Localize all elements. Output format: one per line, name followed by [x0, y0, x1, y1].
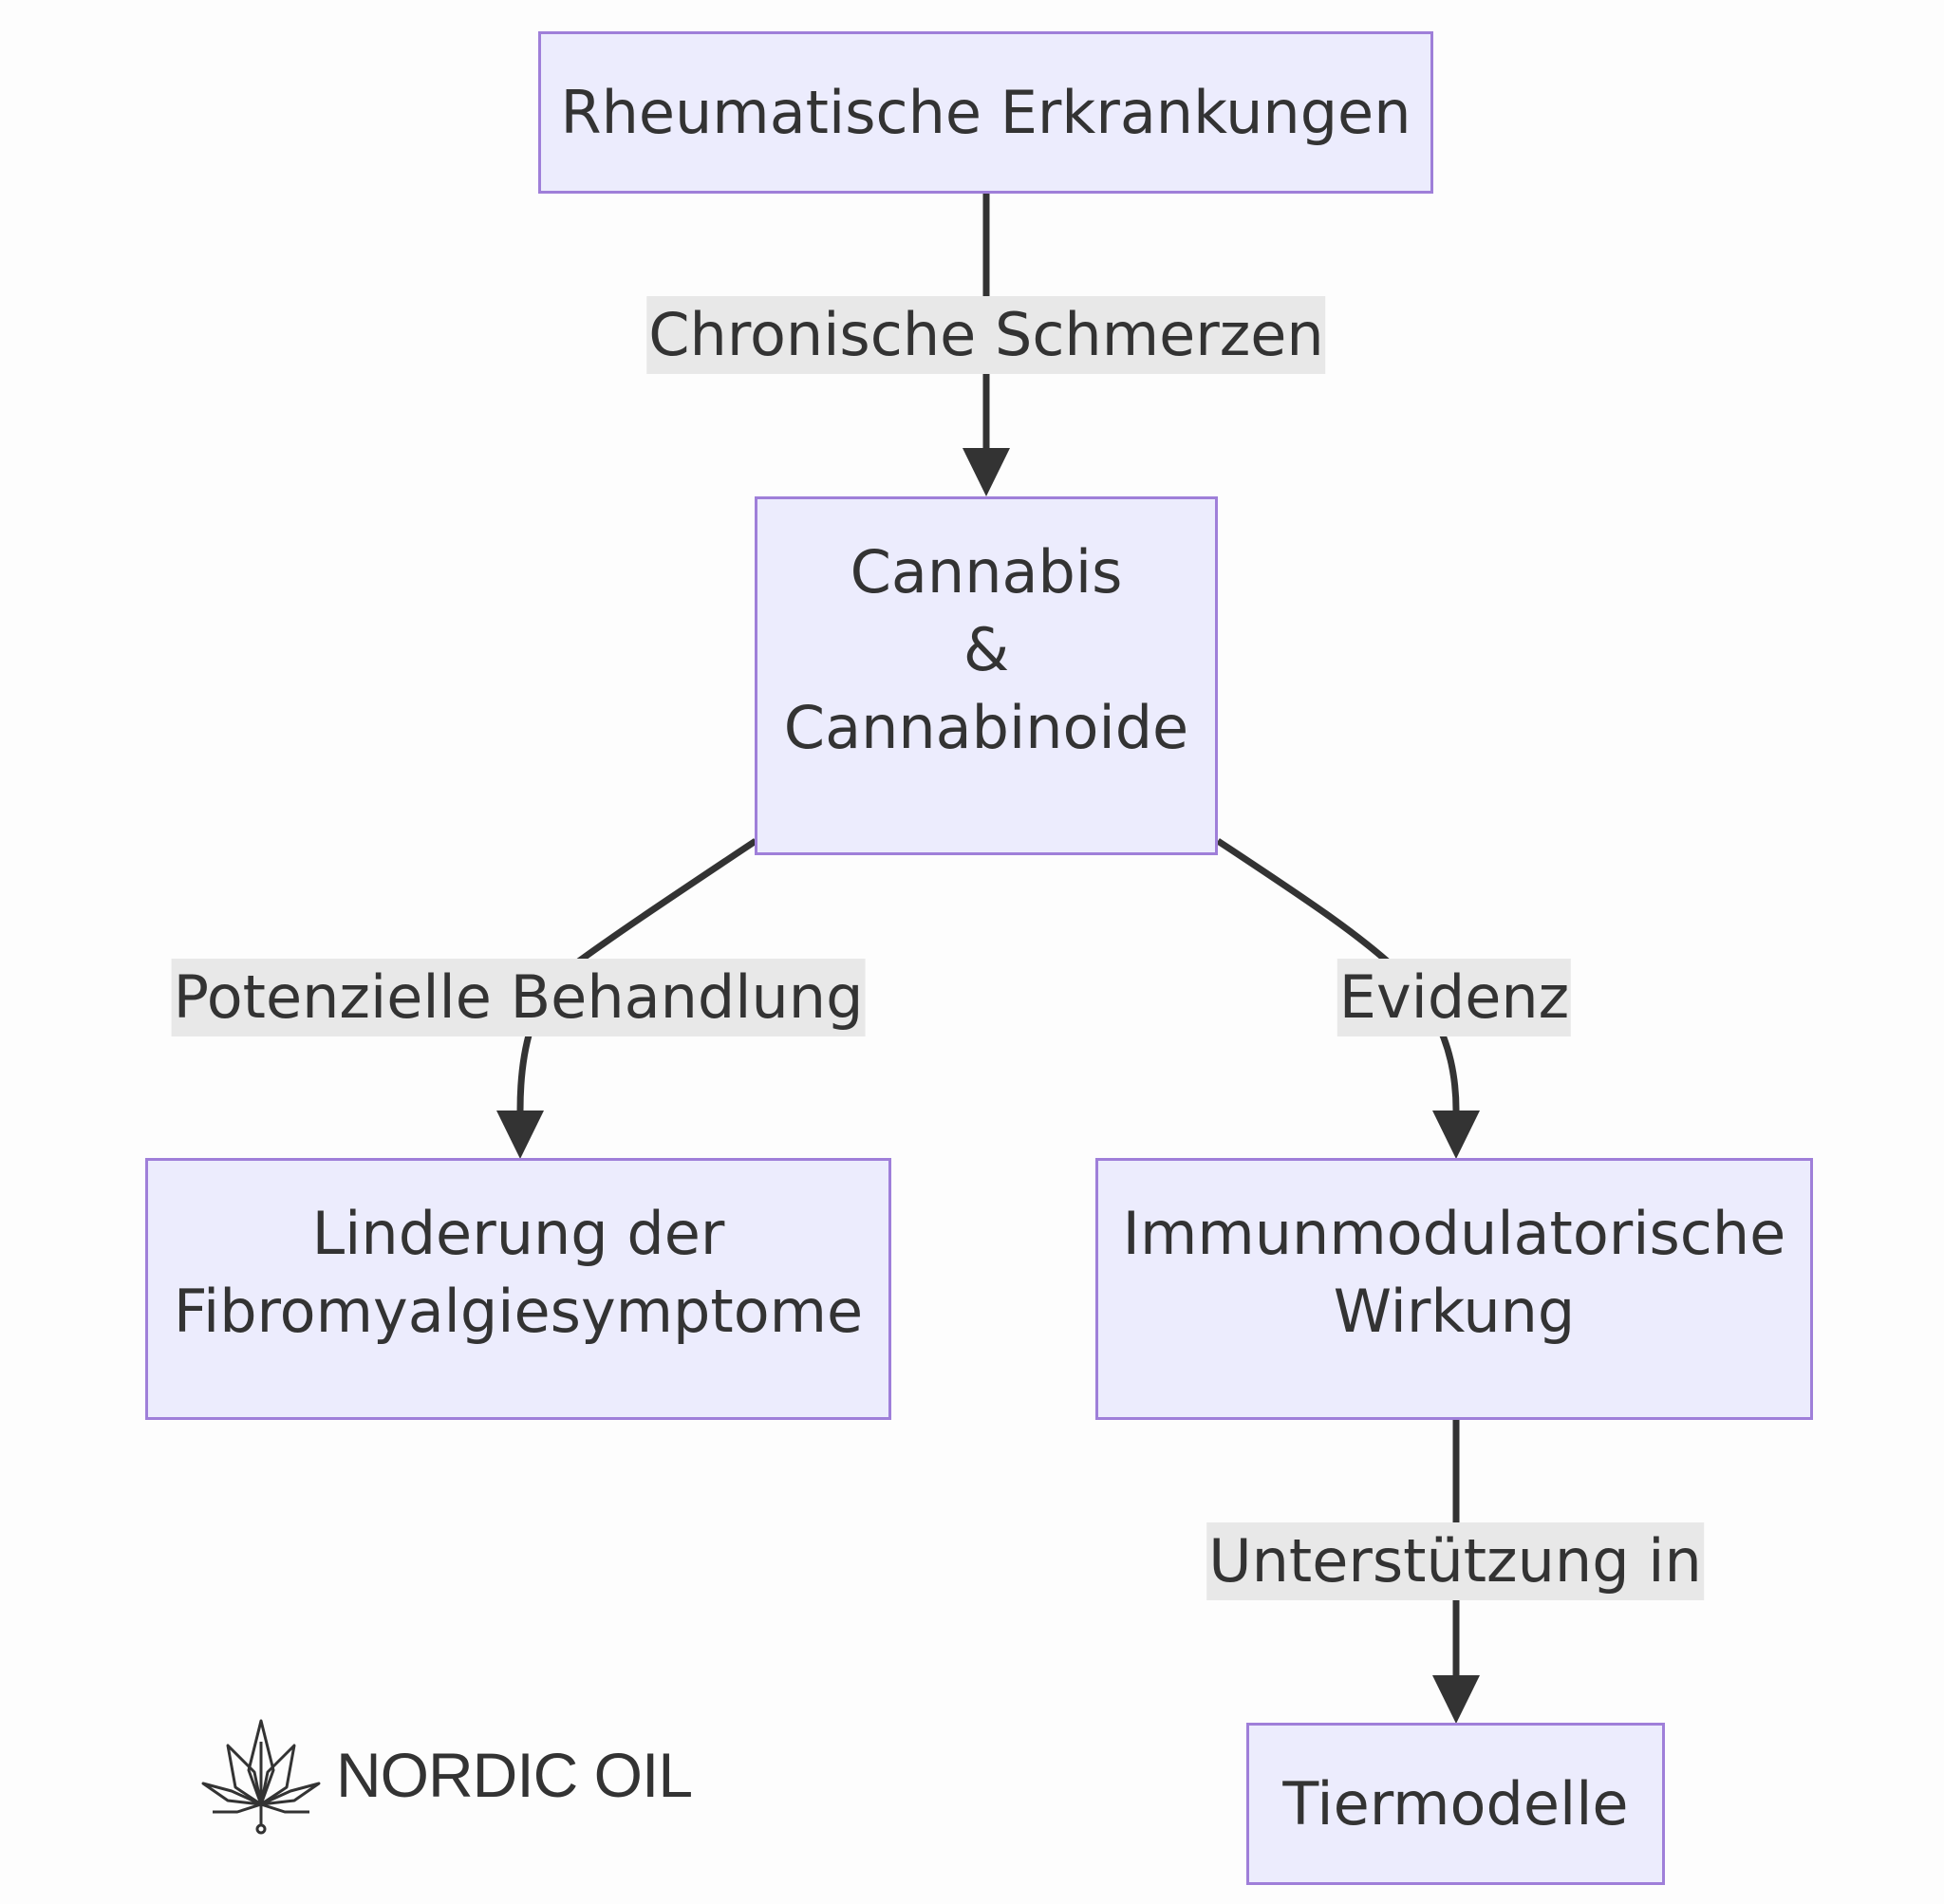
node-label-line: Rheumatische Erkrankungen — [560, 77, 1411, 147]
node-cannabis-cannabinoide: Cannabis & Cannabinoide — [755, 496, 1218, 855]
nordic-oil-logo: NORDIC OIL — [199, 1713, 693, 1837]
cannabis-leaf-icon — [201, 1719, 321, 1835]
node-label-line: Cannabis — [850, 537, 1123, 607]
edge-label-chronische-schmerzen: Chronische Schmerzen — [646, 296, 1326, 374]
edge-label-unterstuetzung-in: Unterstützung in — [1206, 1522, 1704, 1600]
edge-label-evidenz: Evidenz — [1336, 959, 1572, 1036]
node-immunmodulatorische-wirkung: Immunmodulatorische Wirkung — [1095, 1158, 1813, 1420]
node-label-line: Wirkung — [1333, 1277, 1576, 1346]
arrowhead-tiermodelle — [1432, 1675, 1480, 1724]
arrowhead-linderung — [496, 1111, 544, 1159]
node-tiermodelle: Tiermodelle — [1246, 1723, 1665, 1885]
edge-label-potenzielle-behandlung: Potenzielle Behandlung — [171, 959, 866, 1036]
logo-text: NORDIC OIL — [336, 1740, 693, 1810]
node-linderung-fibromyalgie: Linderung der Fibromyalgiesymptome — [145, 1158, 891, 1420]
arrowhead-immun — [1432, 1111, 1480, 1159]
node-label-line: Immunmodulatorische — [1122, 1199, 1786, 1268]
node-label-line: & — [963, 615, 1010, 684]
node-label-line: Tiermodelle — [1282, 1768, 1629, 1839]
node-label-line: Linderung der — [311, 1199, 725, 1268]
node-label-line: Fibromyalgiesymptome — [173, 1277, 864, 1346]
arrowhead-cannabis — [963, 448, 1010, 496]
node-rheumatische-erkrankungen: Rheumatische Erkrankungen — [538, 31, 1433, 194]
node-label-line: Cannabinoide — [783, 693, 1189, 762]
